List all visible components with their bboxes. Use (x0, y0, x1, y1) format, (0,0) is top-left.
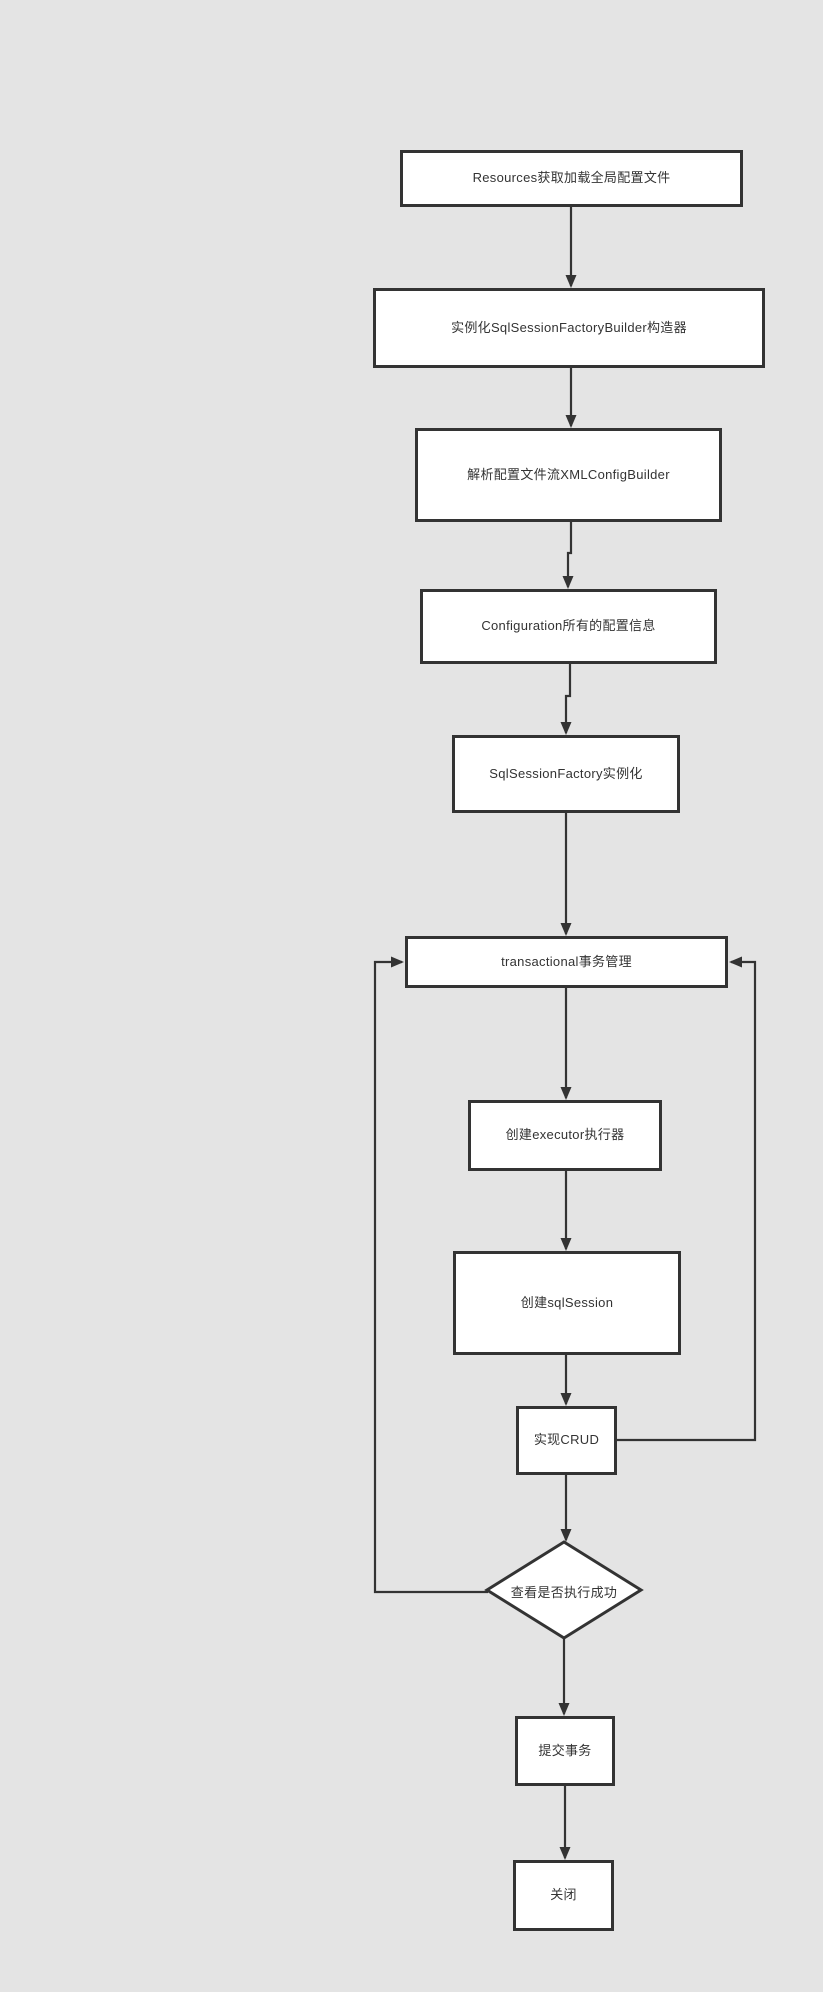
node-transactional: transactional事务管理 (405, 936, 728, 988)
node-xmlconfigbuilder-label: 解析配置文件流XMLConfigBuilder (467, 466, 670, 482)
node-crud-label: 实现CRUD (533, 1432, 600, 1448)
node-configuration: Configuration所有的配置信息 (420, 589, 717, 664)
node-sqlsession-label: 创建sqlSession (520, 1294, 614, 1310)
connector-decision-transactional-left-loop (373, 956, 488, 1594)
node-sqlsession: 创建sqlSession (453, 1251, 681, 1355)
node-sqlsessionfactory-label: SqlSessionFactory实例化 (489, 765, 643, 781)
node-decision-label: 查看是否执行成功 (510, 1585, 618, 1600)
node-xmlconfigbuilder: 解析配置文件流XMLConfigBuilder (415, 428, 722, 522)
node-commit-transaction: 提交事务 (515, 1716, 615, 1786)
node-close-label: 关闭 (550, 1887, 577, 1903)
node-executor-label: 创建executor执行器 (505, 1127, 625, 1143)
node-transactional-label: transactional事务管理 (501, 953, 632, 969)
node-commit-transaction-label: 提交事务 (538, 1742, 592, 1758)
connector-crud-transactional-right-loop (617, 956, 757, 1442)
node-configuration-label: Configuration所有的配置信息 (481, 618, 656, 634)
node-sqlsessionfactorybuilder-label: 实例化SqlSessionFactoryBuilder构造器 (451, 319, 687, 335)
connector-configuration-factory (560, 664, 572, 735)
node-sqlsessionfactorybuilder: 实例化SqlSessionFactoryBuilder构造器 (373, 288, 765, 368)
node-sqlsessionfactory: SqlSessionFactory实例化 (452, 735, 680, 813)
connector-xmlconfig-configuration (562, 522, 574, 589)
node-resources-label: Resources获取加载全局配置文件 (472, 170, 671, 186)
node-resources: Resources获取加载全局配置文件 (400, 150, 743, 207)
decision-diamond-shape (484, 1540, 644, 1640)
node-executor: 创建executor执行器 (468, 1100, 662, 1171)
node-close: 关闭 (513, 1860, 614, 1931)
node-crud: 实现CRUD (516, 1406, 617, 1475)
